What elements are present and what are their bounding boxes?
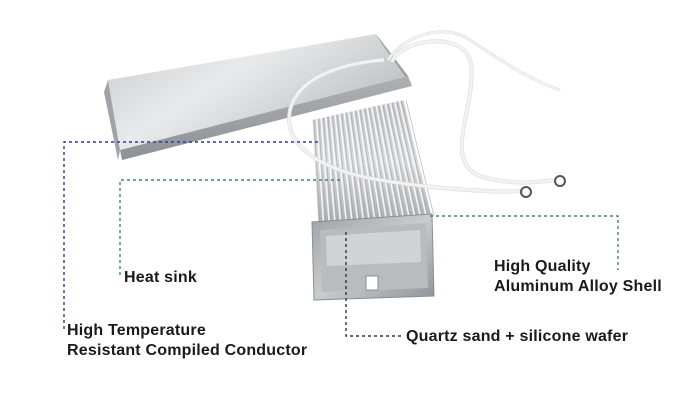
leader-conductor — [63, 141, 318, 330]
fin-highlight — [343, 112, 359, 223]
fin-shadow — [368, 107, 389, 221]
fin-shadow — [350, 111, 366, 223]
label-aluminum-shell-line2: Aluminum Alloy Shell — [494, 278, 662, 295]
fin-highlight — [348, 111, 365, 223]
finned-body — [311, 99, 435, 227]
fin-highlight — [403, 99, 433, 217]
fin-shadow — [313, 119, 321, 227]
lead-wires — [287, 30, 561, 194]
fin-highlight — [361, 108, 382, 221]
label-compiled-conductor-line1: High Temperature — [67, 322, 206, 339]
label-compiled-conductor-line2: Resistant Compiled Conductor — [67, 342, 308, 359]
fin-shadow — [401, 100, 429, 217]
fin-highlight — [315, 118, 325, 226]
label-aluminum-shell-line1: High Quality — [494, 258, 591, 275]
fin-shadow — [364, 108, 384, 221]
fin-shadow — [341, 113, 355, 224]
label-quartz-filler: Quartz sand + silicone wafer — [406, 328, 629, 345]
fin-highlight — [389, 102, 416, 218]
fin-shadow — [322, 117, 332, 226]
fin-shadow — [345, 112, 361, 223]
fin-highlight — [375, 105, 399, 220]
fin-highlight — [352, 110, 371, 222]
fin-highlight — [366, 107, 388, 221]
fin-shadow — [405, 99, 435, 217]
fin-highlight — [311, 119, 319, 227]
fin-shadow — [355, 110, 372, 222]
fin-shadow — [382, 104, 406, 219]
fin-shadow — [318, 118, 327, 226]
fin-highlight — [394, 101, 422, 218]
fin-highlight — [384, 103, 410, 219]
fin-shadow — [387, 103, 412, 219]
fin-highlight — [380, 104, 405, 219]
label-aluminum-shell: High Quality Aluminum Alloy Shell — [494, 257, 662, 297]
leader-lines — [63, 141, 619, 337]
fin-highlight — [398, 100, 428, 217]
fin-highlight — [325, 116, 336, 225]
fin-shadow — [378, 105, 401, 220]
fin-highlight — [338, 113, 353, 224]
label-heat-sink: Heat sink — [124, 269, 197, 286]
fin-highlight — [371, 106, 393, 220]
fin-shadow — [373, 106, 395, 220]
fin-highlight — [320, 117, 331, 226]
end-face — [311, 213, 435, 301]
leader-shell — [430, 215, 619, 270]
fin-shadow — [327, 116, 338, 225]
fin-highlight — [357, 109, 376, 222]
wire-terminals — [520, 175, 566, 198]
label-compiled-conductor: High Temperature Resistant Compiled Cond… — [67, 321, 307, 361]
fin-shadow — [359, 109, 378, 222]
fin-shadow — [396, 101, 423, 218]
leader-heat-sink — [119, 179, 340, 276]
leader-filler — [345, 232, 402, 337]
fin-shadow — [391, 102, 418, 218]
